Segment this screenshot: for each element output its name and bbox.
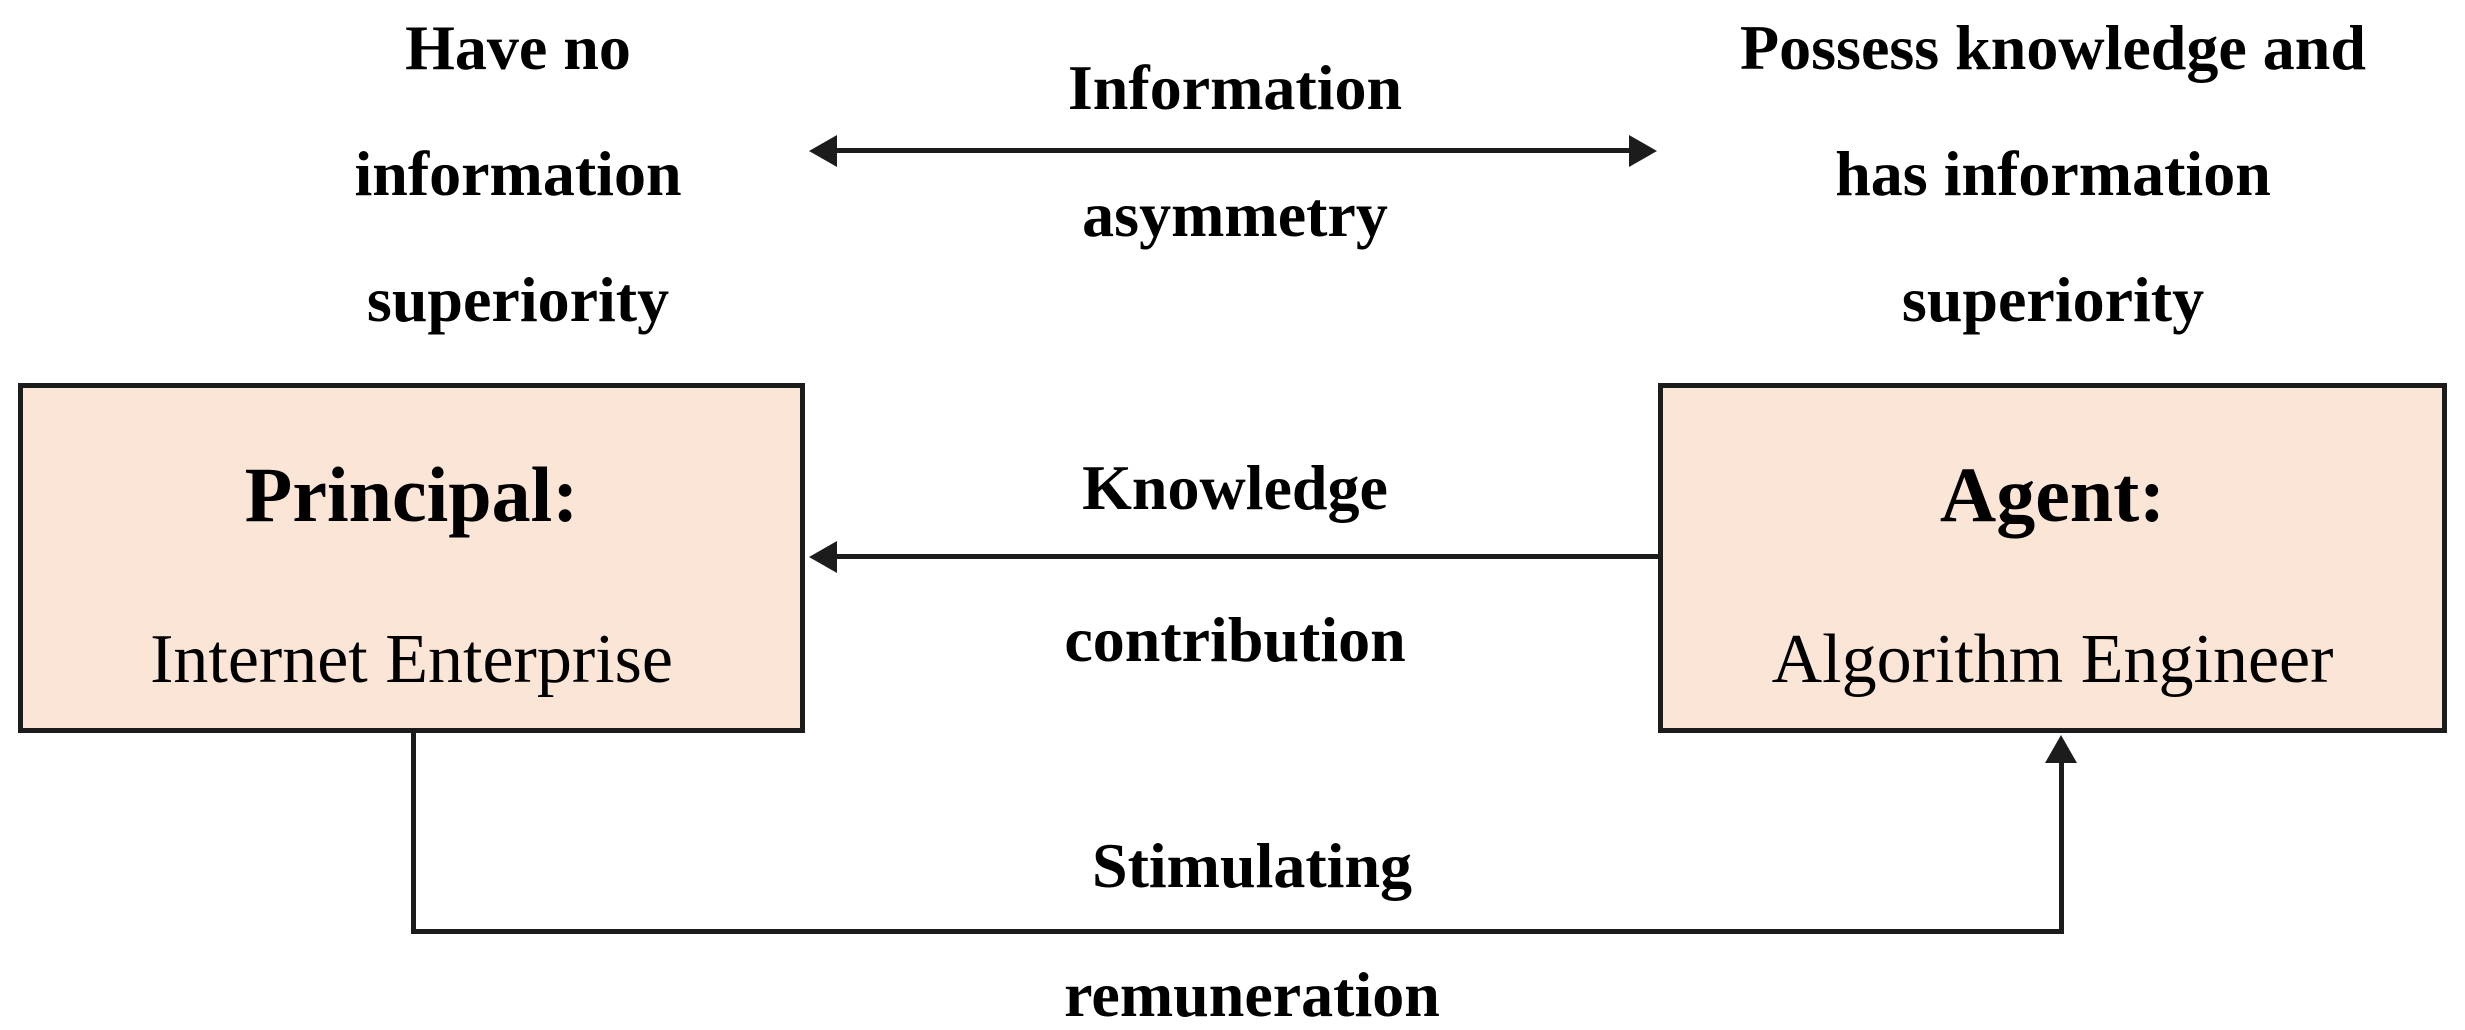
principal-note-line1: Have no	[405, 12, 631, 83]
remuneration-path-segment-across	[411, 929, 2064, 934]
information-asymmetry-label-line2: asymmetry	[1082, 179, 1388, 250]
agent-note-line2: has information	[1835, 138, 2271, 209]
agent-note-line1: Possess knowledge and	[1740, 12, 2366, 83]
arrowhead-left-icon	[809, 135, 837, 167]
agent-box-subtitle: Algorithm Engineer	[1771, 621, 2334, 698]
arrowhead-up-icon	[2045, 735, 2077, 763]
information-asymmetry-arrow-line	[830, 148, 1636, 153]
remuneration-path-segment-up	[2059, 758, 2064, 934]
agent-box: Agent: Algorithm Engineer	[1658, 383, 2447, 733]
principal-note-line3: superiority	[366, 264, 670, 335]
principal-box-title: Principal:	[244, 451, 579, 538]
agent-note: Possess knowledge and has information su…	[1653, 0, 2453, 363]
agent-box-title: Agent:	[1939, 451, 2166, 538]
remuneration-path-segment-down	[411, 730, 416, 934]
arrowhead-left-icon	[809, 541, 837, 573]
information-asymmetry-label-line1: Information	[1067, 52, 1403, 123]
knowledge-contribution-label-line1: Knowledge	[1082, 452, 1388, 523]
principal-box: Principal: Internet Enterprise	[18, 383, 805, 733]
knowledge-contribution-label-line2: contribution	[1064, 604, 1406, 675]
arrowhead-right-icon	[1629, 135, 1657, 167]
principal-box-subtitle: Internet Enterprise	[150, 621, 673, 698]
stimulating-remuneration-label-line1: Stimulating	[1091, 830, 1413, 901]
agent-note-line3: superiority	[1901, 264, 2205, 335]
principal-note: Have no information superiority	[168, 0, 868, 363]
knowledge-contribution-arrow-line	[830, 554, 1658, 559]
stimulating-remuneration-label-line2: remuneration	[1064, 959, 1440, 1030]
principal-note-line2: information	[354, 138, 682, 209]
